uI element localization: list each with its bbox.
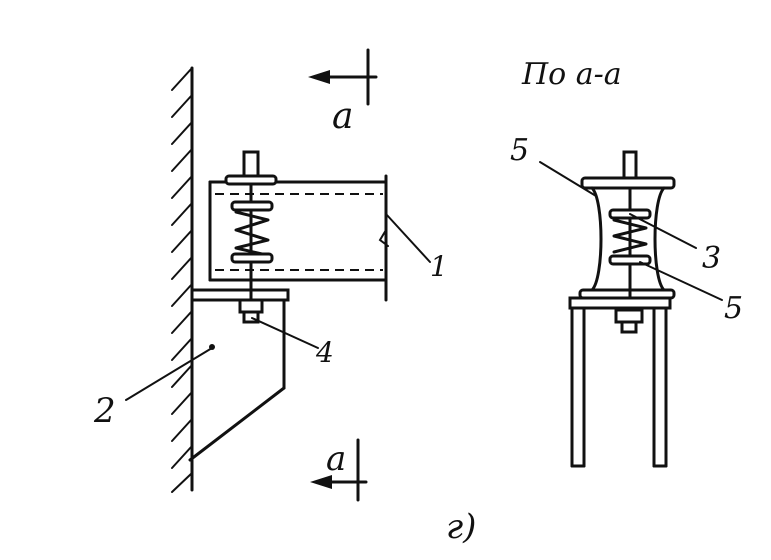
cut-letter-bottom: а (326, 439, 346, 479)
bracket-side (188, 288, 290, 462)
wall-hatching (171, 67, 193, 493)
leader-4 (251, 317, 319, 349)
cut-letter-top: а (332, 96, 353, 137)
leader-5-bottom (639, 261, 723, 301)
subfigure-label: г) (446, 507, 476, 547)
leader-1 (385, 213, 431, 263)
spring-assembly-side (224, 150, 278, 324)
label-5-top: 5 (510, 133, 529, 168)
label-2: 2 (93, 391, 116, 431)
label-1: 1 (430, 250, 448, 283)
section-marker-bottom (310, 438, 368, 502)
label-4: 4 (315, 336, 334, 369)
label-3: 3 (702, 241, 721, 276)
leader-5-top (539, 161, 597, 197)
leader-2 (125, 347, 213, 401)
bracket-section (568, 296, 672, 468)
beam-side (208, 174, 389, 302)
leader-3 (629, 213, 697, 249)
section-marker-top (308, 48, 378, 106)
wall (171, 66, 194, 493)
label-5-bottom: 5 (724, 291, 743, 326)
section-title: По а-а (521, 57, 622, 92)
beam-section (578, 150, 676, 322)
